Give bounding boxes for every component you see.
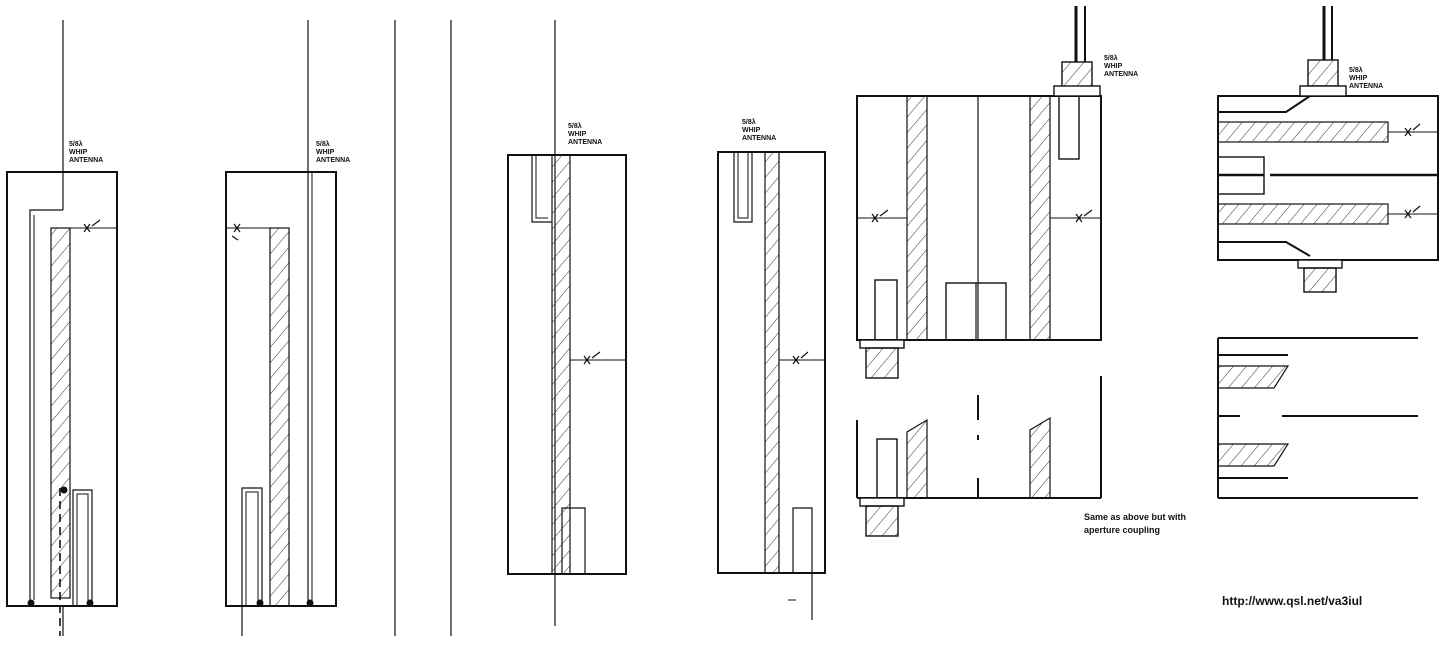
svg-text:ANTENNA: ANTENNA (316, 157, 350, 164)
svg-text:ANTENNA: ANTENNA (568, 139, 602, 146)
caption-line2: aperture coupling (1084, 525, 1160, 535)
section-dividers (394, 20, 452, 636)
filter-diagram-7 (1217, 95, 1439, 261)
filter-diagram-8 (1217, 337, 1418, 499)
filter-diagram-3 (507, 20, 627, 626)
svg-text:5/8λ: 5/8λ (568, 122, 582, 130)
antenna-label-line3: ANTENNA (69, 157, 103, 164)
n-connector-7-top (1299, 6, 1347, 97)
antenna-label-line1: 5/8λ (69, 140, 83, 148)
antenna-label-7: 5/8λ WHIP ANTENNA (1349, 66, 1383, 90)
antenna-label-3: 5/8λ WHIP ANTENNA (568, 122, 602, 146)
caption: Same as above but with aperture coupling (1084, 512, 1186, 535)
antenna-label-line2: WHIP (69, 149, 88, 156)
svg-text:WHIP: WHIP (1349, 75, 1368, 82)
n-connector-bottom-5 (859, 339, 905, 379)
svg-text:5/8λ: 5/8λ (1349, 66, 1363, 74)
caption-line1: Same as above but with (1084, 512, 1186, 522)
svg-text:WHIP: WHIP (568, 131, 587, 138)
filter-diagram-4 (717, 151, 826, 620)
svg-text:WHIP: WHIP (742, 127, 761, 134)
filter-diagram-2 (225, 20, 337, 636)
filter-diagram-1 (6, 20, 118, 636)
svg-text:ANTENNA: ANTENNA (1104, 71, 1138, 78)
n-connector-top (1053, 6, 1101, 97)
svg-text:ANTENNA: ANTENNA (1349, 83, 1383, 90)
svg-text:WHIP: WHIP (316, 149, 335, 156)
svg-text:WHIP: WHIP (1104, 63, 1123, 70)
svg-text:ANTENNA: ANTENNA (742, 135, 776, 142)
svg-text:5/8λ: 5/8λ (742, 118, 756, 126)
n-connector-bottom-6 (859, 497, 905, 537)
svg-text:5/8λ: 5/8λ (1104, 54, 1118, 62)
n-connector-7-bottom (1297, 259, 1343, 293)
filter-diagram-5 (856, 95, 1102, 341)
antenna-label-2: 5/8λ WHIP ANTENNA (316, 140, 350, 164)
antenna-label-5: 5/8λ WHIP ANTENNA (1104, 54, 1138, 78)
antenna-label-1: 5/8λ WHIP ANTENNA (69, 140, 103, 164)
source-url: http://www.qsl.net/va3iul (1222, 594, 1362, 608)
antenna-label-4: 5/8λ WHIP ANTENNA (742, 118, 776, 142)
svg-text:5/8λ: 5/8λ (316, 140, 330, 148)
filter-diagram-6 (856, 376, 1102, 499)
